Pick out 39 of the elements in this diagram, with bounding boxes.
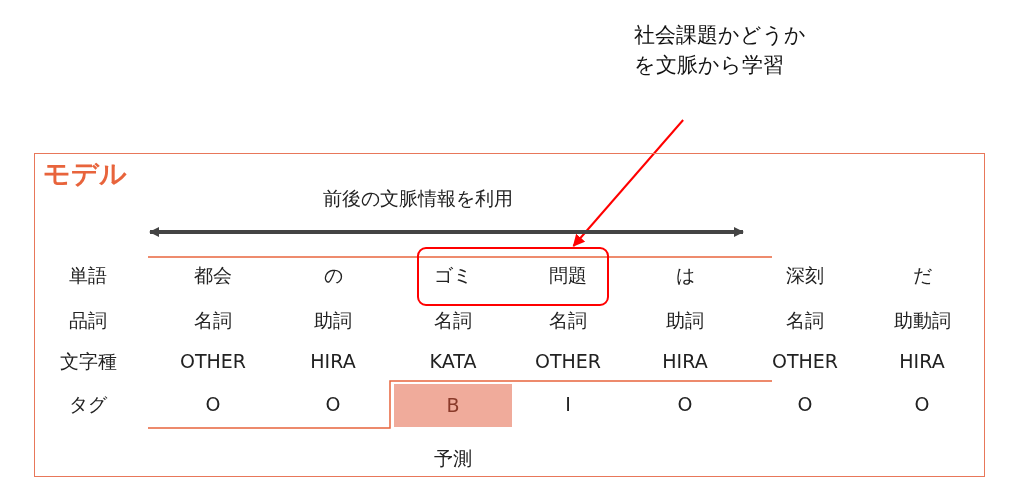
tag-text: O (204, 392, 222, 416)
highlight-box (417, 247, 609, 306)
char-type-text: KATA (428, 349, 478, 373)
row-header: 文字種 (58, 349, 118, 373)
word-text: は (674, 263, 696, 287)
char-type-text: OTHER (770, 349, 840, 373)
model-panel (34, 153, 985, 477)
pos-text: 助動詞 (892, 308, 952, 332)
tag-text: O (324, 392, 342, 416)
panel-heading: モデル (43, 157, 127, 191)
annotation-text: 前後の文脈情報を利用 (322, 186, 514, 211)
word-text: 深刻 (785, 263, 825, 287)
callout-text: 社会課題かどうかを文脈から学習 (634, 20, 816, 120)
arrow (572, 119, 685, 247)
tag-text: O (676, 392, 694, 416)
pos-text: 助詞 (313, 308, 353, 332)
row-header: 単語 (68, 263, 108, 287)
tag-text: O (796, 392, 814, 416)
word-text: 都会 (193, 263, 233, 287)
annotation-text: 予測 (433, 446, 473, 471)
pos-text: 名詞 (785, 308, 825, 332)
row-header: 品詞 (68, 308, 108, 332)
char-type-text: HIRA (309, 349, 357, 373)
word-text: の (322, 263, 344, 287)
row-header: タグ (68, 392, 108, 416)
word-text: だ (911, 263, 933, 287)
pos-text: 名詞 (193, 308, 233, 332)
char-type-text: HIRA (898, 349, 946, 373)
char-type-text: OTHER (533, 349, 603, 373)
tag-text: O (913, 392, 931, 416)
pos-text: 名詞 (433, 308, 473, 332)
char-type-text: OTHER (178, 349, 248, 373)
char-type-text: HIRA (661, 349, 709, 373)
tag-text: I (564, 392, 572, 416)
word-text: 問題 (548, 263, 588, 287)
pos-text: 助詞 (665, 308, 705, 332)
word-text: ゴミ (433, 263, 473, 287)
highlighted-tag-cell: B (394, 384, 512, 427)
pos-text: 名詞 (548, 308, 588, 332)
